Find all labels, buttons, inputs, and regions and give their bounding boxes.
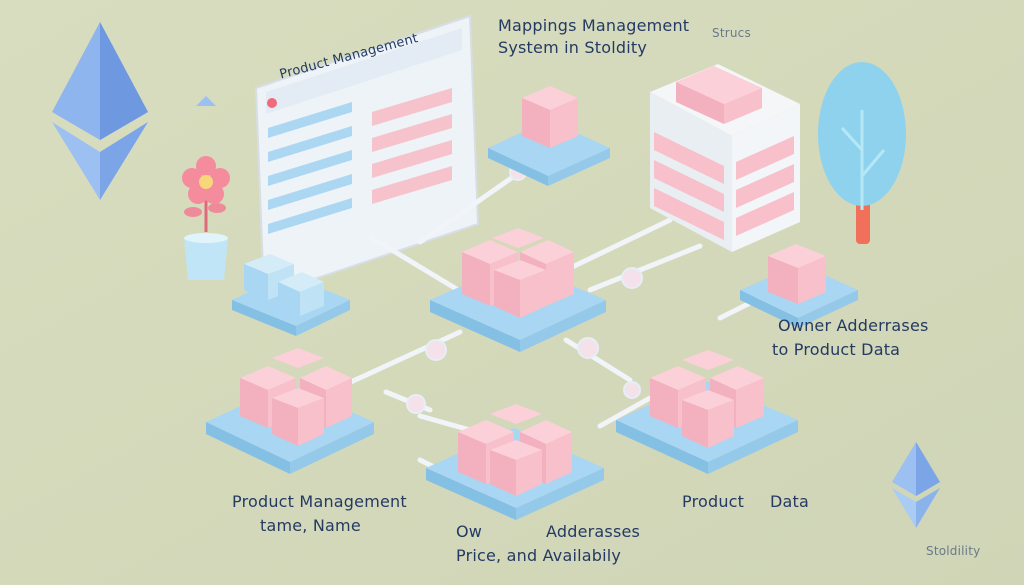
ow-label: Ow xyxy=(456,522,483,541)
stoldility-label: Stoldility xyxy=(926,544,981,558)
node-left xyxy=(232,254,350,336)
title-line-1: Mappings Management xyxy=(498,16,690,35)
product-management-label-line-1: Product Management xyxy=(232,492,407,511)
node-bottom-middle xyxy=(426,404,604,520)
node-right xyxy=(740,244,858,328)
connector-nodes xyxy=(406,163,643,414)
product-label: Product xyxy=(682,492,745,511)
owner-label-line-2: to Product Data xyxy=(772,340,901,359)
data-stack xyxy=(650,64,800,252)
title-tag: Strucs xyxy=(712,26,751,40)
product-management-label-line-2: tame, Name xyxy=(260,516,361,535)
node-bottom-left xyxy=(206,348,374,474)
price-availability-label: Price, and Availabily xyxy=(456,546,622,565)
title-line-2: System in Stoldity xyxy=(498,38,648,57)
flower-icon xyxy=(182,156,230,280)
ethereum-small-icon xyxy=(892,442,940,528)
owner-label-line-1: Owner Adderrases xyxy=(778,316,929,335)
node-bottom-right xyxy=(616,350,798,474)
node-center xyxy=(430,228,606,352)
data-label: Data xyxy=(770,492,810,511)
product-management-panel xyxy=(254,14,480,298)
adderasses-label: Adderasses xyxy=(546,522,641,541)
ethereum-icon xyxy=(52,22,148,200)
small-triangle-icon xyxy=(196,96,216,106)
node-top-middle xyxy=(488,86,610,186)
tree-icon xyxy=(818,62,906,244)
